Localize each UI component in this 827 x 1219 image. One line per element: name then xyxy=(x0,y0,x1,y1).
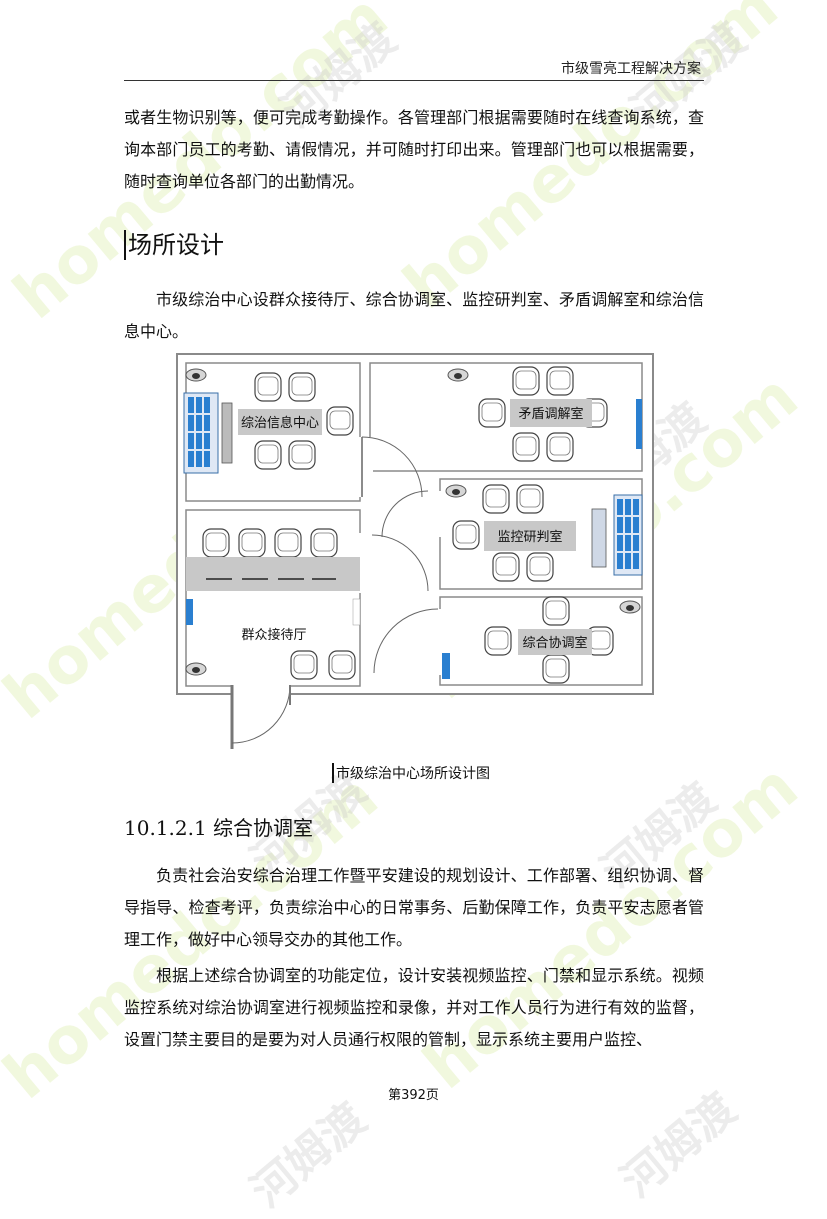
page-number: 第392页 xyxy=(388,1088,439,1103)
paragraph-coordination-systems: 根据上述综合协调室的功能定位，设计安装视频监控、门禁和显示系统。视频监控系统对综… xyxy=(124,966,704,1049)
floor-plan-diagram: 综治信息中心 矛盾调解室 监控研判室 群众接待厅 综合协调室 xyxy=(176,353,654,749)
watermark: 河姆渡 xyxy=(241,1093,376,1218)
room-label-coordination: 综合协调室 xyxy=(522,635,587,651)
subsection-heading: 10.1.2.1 综合协调室 xyxy=(124,816,314,840)
header-rule xyxy=(124,80,704,81)
paragraph-attendance: 或者生物识别等，便可完成考勤操作。各管理部门根据需要随时在线查询系统，查询本部门… xyxy=(124,108,704,191)
section-heading: 场所设计 xyxy=(124,230,224,260)
room-label-monitoring: 监控研判室 xyxy=(497,529,562,545)
room-label-info-center: 综治信息中心 xyxy=(241,415,319,431)
running-header: 市级雪亮工程解决方案 xyxy=(561,61,701,77)
video-wall-left xyxy=(183,392,233,474)
video-wall-right xyxy=(591,494,643,576)
room-label-mediation: 矛盾调解室 xyxy=(518,406,583,422)
figure-caption: 市级综治中心场所设计图 xyxy=(332,763,490,783)
paragraph-site-intro: 市级综治中心设群众接待厅、综合协调室、监控研判室、矛盾调解室和综治信息中心。 xyxy=(124,290,704,341)
room-label-reception: 群众接待厅 xyxy=(241,627,306,643)
paragraph-coordination-duties: 负责社会治安综合治理工作暨平安建设的规划设计、工作部署、组织协调、督导指导、检查… xyxy=(124,866,704,949)
